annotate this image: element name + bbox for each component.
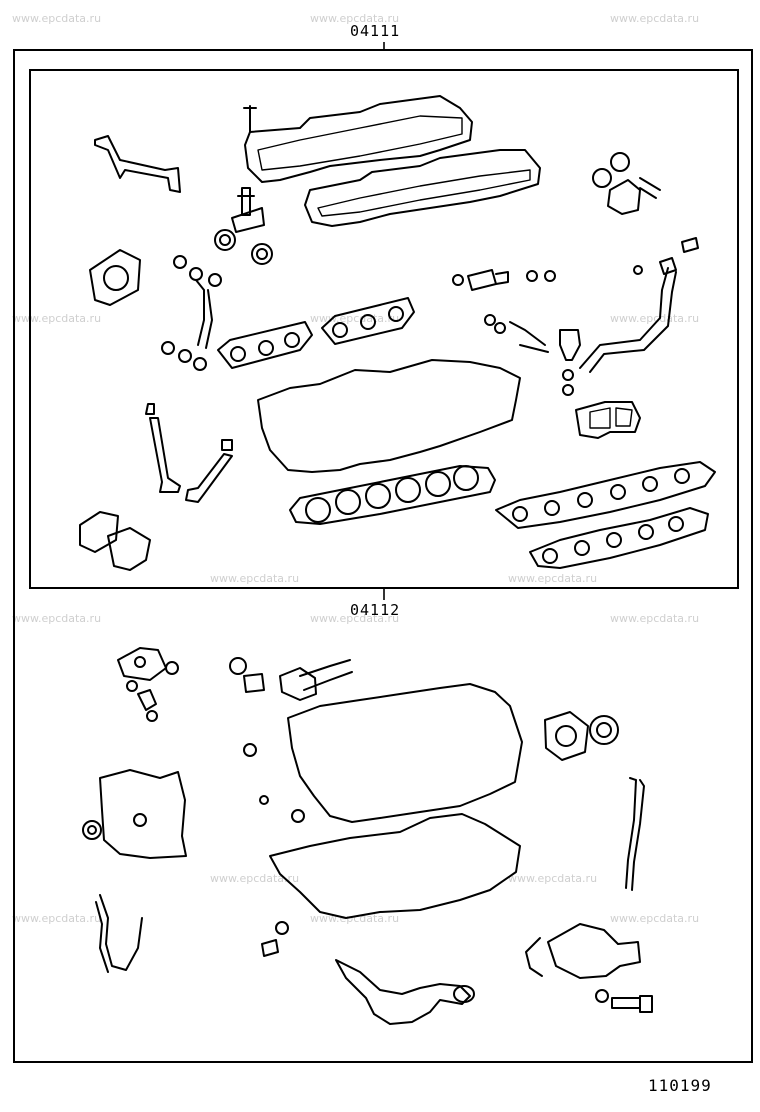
bolt <box>611 995 653 1013</box>
strainer-gasket <box>453 985 475 1003</box>
injector <box>467 269 509 291</box>
watermark: www.epcdata.ru <box>610 312 700 325</box>
watermark: www.epcdata.ru <box>12 612 102 625</box>
oil-seal <box>214 229 236 251</box>
watermark: www.epcdata.ru <box>210 572 300 585</box>
pressure-regulator <box>559 329 581 361</box>
outer-frame <box>13 49 753 1063</box>
o-ring <box>544 270 556 282</box>
washer <box>595 989 609 1003</box>
housing-gasket <box>117 647 167 681</box>
throttle-body-gasket <box>89 249 141 306</box>
watermark: www.epcdata.ru <box>610 12 700 25</box>
gasket-strip <box>95 894 143 973</box>
dipstick-tube <box>299 659 353 691</box>
exhaust-manifold-gasket <box>217 321 313 369</box>
inner-frame <box>29 69 739 589</box>
pipe <box>195 279 213 349</box>
fuel-hose <box>509 321 549 353</box>
watermark: www.epcdata.ru <box>310 12 400 25</box>
gasket <box>607 179 641 215</box>
o-ring <box>178 349 192 363</box>
watermark: www.epcdata.ru <box>12 312 102 325</box>
union-bolt <box>659 237 699 275</box>
dipstick-guide <box>625 777 645 891</box>
union <box>137 689 157 711</box>
intake-valve <box>145 403 181 493</box>
seal-plate <box>243 673 265 693</box>
oil-strainer <box>335 959 471 1025</box>
oil-seal <box>251 243 273 265</box>
o-ring <box>189 267 203 281</box>
o-ring <box>229 657 247 675</box>
o-ring <box>291 809 305 823</box>
bolt <box>237 187 255 216</box>
crankshaft-front-seal <box>82 820 102 840</box>
head-cover-gasket <box>257 359 521 473</box>
wire-clip <box>94 135 181 193</box>
o-ring <box>592 168 612 188</box>
o-ring <box>259 795 269 805</box>
o-ring <box>146 710 158 722</box>
rear-oil-seal-retainer-gasket <box>544 711 589 761</box>
kit-code-lower: 04112 <box>350 601 401 619</box>
figure-number: 110199 <box>648 1076 712 1095</box>
watermark: www.epcdata.ru <box>12 12 102 25</box>
watermark: www.epcdata.ru <box>508 872 598 885</box>
o-ring <box>526 270 538 282</box>
watermark: www.epcdata.ru <box>12 912 102 925</box>
o-ring <box>275 921 289 935</box>
intake-manifold-gasket <box>495 461 716 529</box>
fuel-pipe <box>579 267 677 373</box>
o-ring <box>452 274 464 286</box>
stud-bolt <box>243 105 257 133</box>
exhaust-manifold-gasket <box>321 297 415 345</box>
o-ring <box>562 369 574 381</box>
watermark: www.epcdata.ru <box>610 612 700 625</box>
o-ring <box>161 341 175 355</box>
o-ring <box>562 384 574 396</box>
water-outlet <box>107 527 151 571</box>
o-ring <box>243 743 257 757</box>
o-ring <box>165 661 179 675</box>
oil-pump-gasket <box>279 667 317 701</box>
watermark: www.epcdata.ru <box>310 312 400 325</box>
plug <box>261 939 279 957</box>
pipe-end <box>639 177 661 199</box>
cylinder-head-gasket <box>289 465 496 525</box>
o-ring <box>494 322 506 334</box>
oil-pan-lower-gasket <box>269 813 521 919</box>
o-ring <box>610 152 630 172</box>
o-ring <box>126 680 138 692</box>
watermark: www.epcdata.ru <box>310 612 400 625</box>
watermark: www.epcdata.ru <box>508 572 598 585</box>
valve-cover-gasket <box>244 95 473 183</box>
water-inlet-housing <box>547 923 641 979</box>
valve-cover-gasket <box>304 149 541 227</box>
watermark: www.epcdata.ru <box>610 912 700 925</box>
seal-washer <box>231 207 265 233</box>
oil-pan-gasket <box>287 683 523 823</box>
timing-cover-gasket <box>99 769 187 859</box>
intake-gasket <box>575 401 641 439</box>
exhaust-valve <box>185 439 233 503</box>
o-ring <box>193 357 207 371</box>
kit-code-upper: 04111 <box>350 22 401 40</box>
water-inlet-gasket <box>525 937 543 977</box>
oil-seal <box>589 715 619 745</box>
water-outlet-gasket <box>79 511 119 553</box>
o-ring <box>633 265 643 275</box>
o-ring <box>208 273 222 287</box>
watermark: www.epcdata.ru <box>210 872 300 885</box>
o-ring <box>173 255 187 269</box>
o-ring <box>484 314 496 326</box>
intake-manifold-gasket <box>529 507 709 569</box>
